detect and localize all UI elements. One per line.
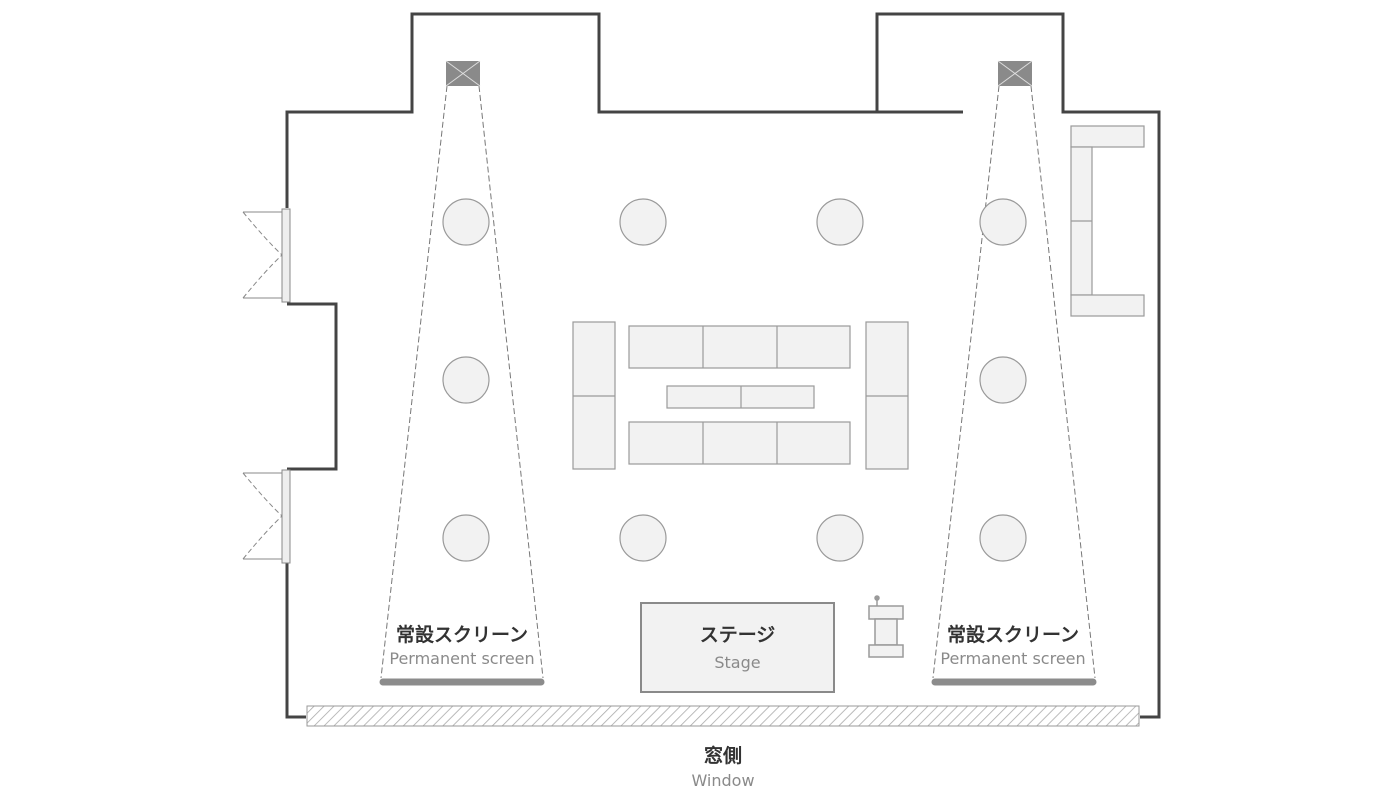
counter-table (1070, 125, 1145, 317)
stage-label-en: Stage (714, 653, 761, 672)
projection-beam-right (932, 85, 1096, 679)
door-lower[interactable] (242, 469, 291, 564)
round-table (619, 514, 667, 562)
screen-right-label-en: Permanent screen (940, 649, 1086, 668)
projector-icon (997, 60, 1033, 87)
window-band (306, 705, 1140, 727)
stage-label-jp: ステージ (699, 624, 776, 646)
round-table (442, 514, 490, 562)
round-table (979, 356, 1027, 404)
round-table (979, 198, 1027, 246)
window-label-en: Window (691, 771, 755, 790)
round-table (979, 514, 1027, 562)
long-table-top (628, 325, 851, 369)
round-table (816, 198, 864, 246)
projector-icon (445, 60, 481, 87)
round-table (442, 198, 490, 246)
round-table (816, 514, 864, 562)
window-label-jp: 窓側 (703, 745, 742, 767)
round-table (619, 198, 667, 246)
screen-left-label-jp: 常設スクリーン (395, 624, 529, 646)
screen-right-label-jp: 常設スクリーン (946, 624, 1080, 646)
round-table (442, 356, 490, 404)
long-table-bottom (628, 421, 851, 465)
projection-beam-left (380, 85, 544, 679)
door-upper[interactable] (242, 208, 291, 303)
stage (640, 602, 835, 693)
screen-left-label-en: Permanent screen (389, 649, 535, 668)
podium-icon (868, 595, 904, 658)
